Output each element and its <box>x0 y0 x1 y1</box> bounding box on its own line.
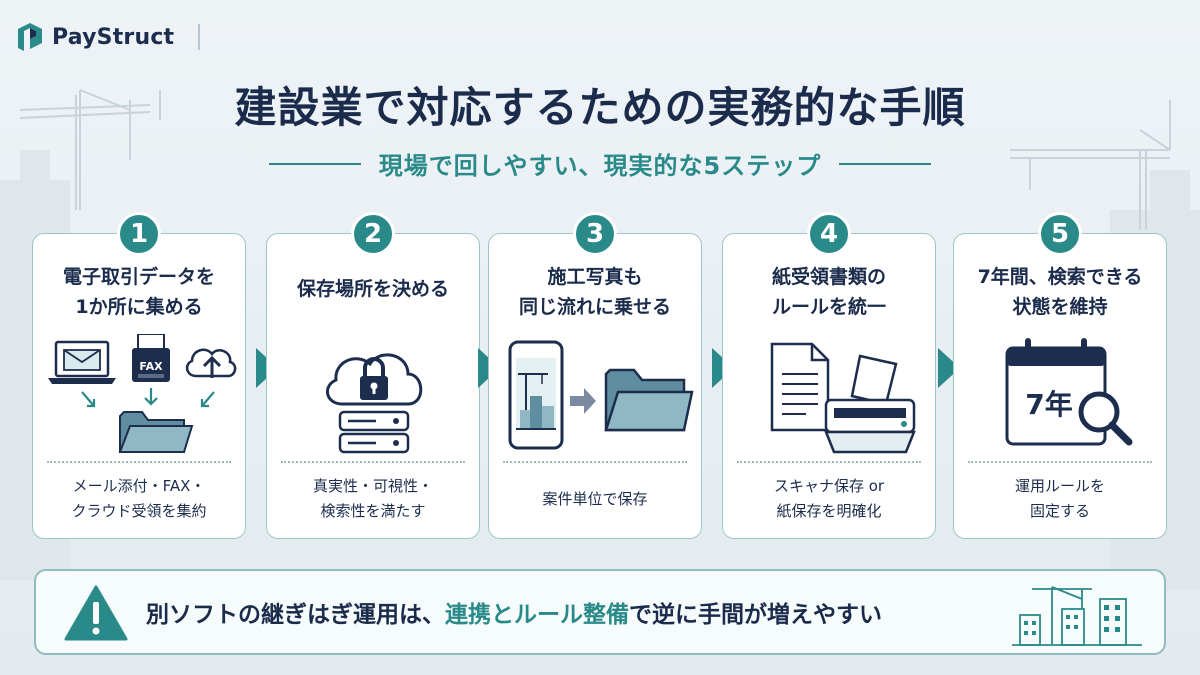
warning-text-highlight: 連携とルール整備 <box>445 602 629 628</box>
warning-text: 別ソフトの継ぎはぎ運用は、連携とルール整備で逆に手間が増えやすい <box>146 571 882 653</box>
step-description: 運用ルールを 固定する <box>960 468 1160 530</box>
step-title-line: 同じ流れに乗せる <box>518 296 671 318</box>
step-title-line: 施工写真も <box>547 266 643 288</box>
step-card-4: 4 紙受領書類の ルールを統一 スキャナ保存 or 紙保存を明確化 <box>722 212 936 539</box>
step-card-3: 3 施工写真も 同じ流れに乗せる 案件単位で保存 <box>488 212 702 539</box>
folder-icon <box>118 411 194 453</box>
svg-text:FAX: FAX <box>139 360 163 373</box>
laptop-mail-icon <box>48 340 116 384</box>
step-number-badge: 5 <box>1038 212 1082 256</box>
step-title-line: 1か所に集める <box>75 296 203 318</box>
step-card-5: 5 7年間、検索できる 状態を維持 7年 運用ルールを 固定する <box>953 212 1167 539</box>
paper-scanner-icon <box>770 342 916 454</box>
document-icon <box>770 342 830 432</box>
warning-text-part: 別ソフトの継ぎはぎ運用は、 <box>146 602 445 628</box>
step-description: スキャナ保存 or 紙保存を明確化 <box>729 468 929 530</box>
cloud-upload-icon <box>185 348 237 378</box>
collect-data-icon: FAX <box>48 334 237 453</box>
card-divider <box>737 461 921 463</box>
step-title: 電子取引データを 1か所に集める <box>39 262 239 322</box>
subtitle-line-right <box>839 162 932 165</box>
warning-text-part: で逆に手間が増えやすい <box>629 602 882 628</box>
smartphone-photo-icon <box>508 340 564 450</box>
step-desc-line: 案件単位で保存 <box>542 489 648 508</box>
cloud-lock-icon <box>326 353 423 406</box>
subtitle-row: 現場で回しやすい、現実的な5ステップ <box>0 146 1200 181</box>
city-skyline-icon <box>1012 586 1142 646</box>
paystruct-logo-icon <box>18 23 42 51</box>
brand-name: PayStruct <box>52 24 175 50</box>
subtitle-line-left <box>268 162 361 165</box>
step-title-line: 電子取引データを <box>62 266 215 288</box>
step-arrow-icon <box>938 348 960 388</box>
step-desc-line: クラウド受領を集約 <box>71 502 207 520</box>
warning-icon <box>64 585 128 641</box>
calendar-search-icon: 7年 <box>1005 338 1133 446</box>
step-desc-line: 運用ルールを <box>1014 477 1105 495</box>
step-title-line: 保存場所を決める <box>296 278 449 300</box>
step-desc-line: 検索性を満たす <box>320 502 426 520</box>
folder-icon <box>604 368 694 432</box>
step-number-badge: 1 <box>117 212 161 256</box>
card-divider <box>503 461 687 463</box>
step-title: 施工写真も 同じ流れに乗せる <box>495 262 695 322</box>
step-title-line: 紙受領書類の <box>771 266 886 288</box>
step-number-badge: 4 <box>807 212 851 256</box>
step-number-badge: 2 <box>351 212 395 256</box>
header-divider <box>198 24 201 50</box>
svg-text:7年: 7年 <box>1025 388 1072 421</box>
step-desc-line: メール添付・FAX・ <box>72 477 206 495</box>
step-number-badge: 3 <box>573 212 617 256</box>
magnifier-icon <box>1078 391 1133 446</box>
step-title: 紙受領書類の ルールを統一 <box>729 262 929 322</box>
collect-arrows <box>81 388 215 408</box>
page-subtitle: 現場で回しやすい、現実的な5ステップ <box>378 152 822 180</box>
photo-to-folder-icon <box>508 340 694 450</box>
step-card-1: 1 電子取引データを 1か所に集める FAX <box>32 212 246 539</box>
step-card-2: 2 保存場所を決める 真実性・可視性・ 検索性を満たす <box>266 212 480 539</box>
server-icon <box>338 410 410 454</box>
scanner-icon <box>824 354 916 454</box>
step-title-line: 7年間、検索できる <box>977 266 1143 288</box>
step-desc-line: スキャナ保存 or <box>773 477 885 495</box>
card-divider <box>47 461 231 463</box>
warning-banner: 別ソフトの継ぎはぎ運用は、連携とルール整備で逆に手間が増えやすい <box>34 569 1166 655</box>
card-divider <box>968 461 1152 463</box>
step-title-line: 状態を維持 <box>1012 296 1108 318</box>
step-description: 真実性・可視性・ 検索性を満たす <box>273 468 473 530</box>
secure-storage-icon <box>326 353 423 454</box>
page-title: 建設業で対応するための実務的な手順 <box>234 83 966 132</box>
step-desc-line: 真実性・可視性・ <box>312 477 433 495</box>
fax-icon: FAX <box>132 334 170 382</box>
step-description: 案件単位で保存 <box>495 468 695 530</box>
step-desc-line: 固定する <box>1029 502 1090 520</box>
arrow-right-icon <box>570 388 596 414</box>
step-title: 保存場所を決める <box>273 274 473 304</box>
card-divider <box>281 461 465 463</box>
step-title-line: ルールを統一 <box>771 296 886 318</box>
step-description: メール添付・FAX・ クラウド受領を集約 <box>39 468 239 530</box>
header: PayStruct <box>16 20 201 54</box>
step-desc-line: 紙保存を明確化 <box>776 502 882 520</box>
step-title: 7年間、検索できる 状態を維持 <box>960 262 1160 322</box>
